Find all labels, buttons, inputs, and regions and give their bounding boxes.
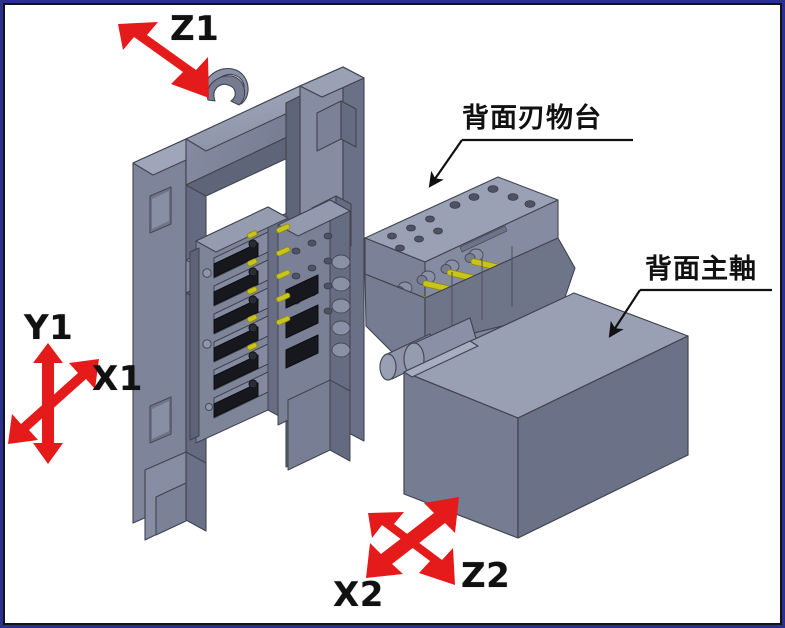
axis-label-x2: X2 [333,575,384,615]
axis-label-y1: Y1 [24,308,74,348]
leader-line-toolpost [428,139,463,188]
back-spindle [379,292,689,539]
gang-tool-post [189,206,289,444]
z1-arrow [118,22,209,98]
callout-leaders [428,138,772,338]
callout-label-back-tool-post: 背面刃物台 [462,103,602,134]
tool-holder-stack [213,230,269,419]
axis-label-x1: X1 [92,359,143,399]
x1-arrow [8,359,99,444]
beam-hook-feature [203,68,249,106]
axis-arrow-group [8,22,459,585]
axis-label-z1: Z1 [170,9,220,49]
axis-label-z2: Z2 [461,556,511,596]
callout-label-back-spindle: 背面主軸 [645,254,757,285]
center-tool-block [276,199,351,471]
x2-arrow [368,512,455,585]
leader-line-spindle [608,289,641,338]
z2-arrow [366,497,459,578]
